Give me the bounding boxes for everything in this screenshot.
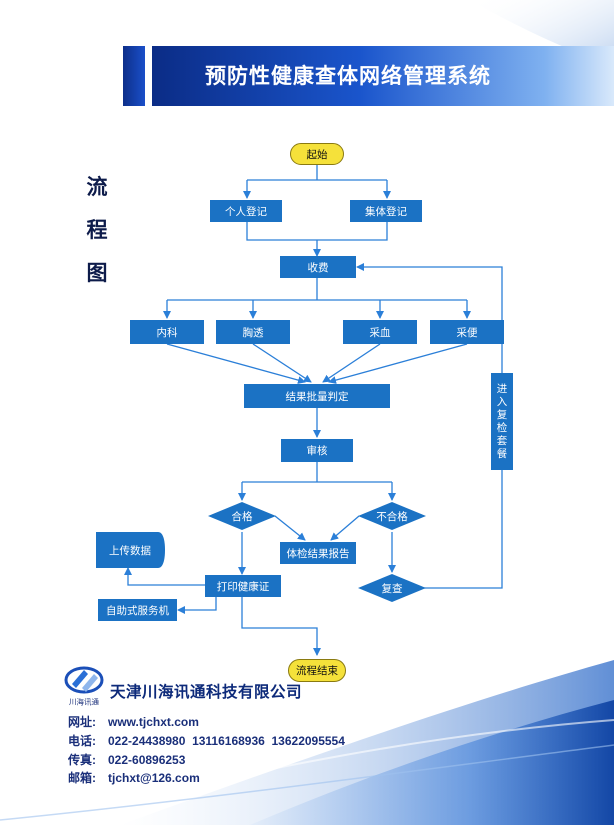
phone-value: 022-24438980 13116168936 13622095554	[108, 734, 345, 748]
header-banner	[152, 46, 614, 106]
enter-recheck-char: 餐	[496, 447, 508, 460]
connector-line	[242, 462, 392, 500]
email-line: 邮箱: tjchxt@126.com	[68, 769, 200, 786]
connector-line	[166, 343, 306, 384]
print-cert-box: 打印健康证	[205, 575, 281, 597]
connector-line	[167, 278, 467, 318]
end-terminal: 流程结束	[288, 659, 346, 682]
chest-xray-box: 胸透	[216, 320, 290, 344]
banner-accent	[123, 46, 145, 106]
unqualified-label: 不合格	[376, 511, 408, 523]
phone-label: 电话:	[68, 734, 96, 748]
internal-medicine-box: 内科	[130, 320, 204, 344]
connector-line	[177, 597, 217, 614]
connector-line	[424, 470, 503, 589]
blood-draw-box: 采血	[343, 320, 417, 344]
fax-line: 传真: 022-60896253	[68, 751, 185, 768]
connector-line	[328, 343, 468, 384]
upload-data-shape	[96, 532, 165, 568]
wave-decoration	[79, 719, 614, 811]
self-service-box: 自助式服务机	[98, 599, 177, 621]
email-value: tjchxt@126.com	[108, 771, 200, 785]
enter-recheck-char: 入	[496, 395, 508, 408]
enter-recheck-char: 进	[496, 382, 508, 395]
upload-data-label: 上传数据	[109, 545, 151, 557]
personal-register-box: 个人登记	[210, 200, 282, 222]
group-register-box: 集体登记	[350, 200, 422, 222]
report-box: 体检结果报告	[280, 542, 356, 564]
wave-decoration	[0, 744, 614, 821]
unqualified-diamond	[358, 502, 426, 530]
qualified-diamond	[208, 502, 276, 530]
fax-label: 传真:	[68, 753, 96, 767]
side-caption-char: 流	[86, 175, 108, 199]
connector-line	[124, 567, 205, 586]
website-value: www.tjchxt.com	[108, 715, 199, 729]
enter-recheck-char: 复	[496, 408, 508, 421]
logo-text: 川海讯通	[69, 697, 99, 707]
side-caption-char: 图	[86, 261, 108, 285]
stool-sample-box: 采便	[430, 320, 504, 344]
connector-line	[274, 515, 306, 541]
email-label: 邮箱:	[68, 771, 96, 785]
wave-decoration	[250, 700, 614, 825]
company-name: 天津川海讯通科技有限公司	[110, 683, 303, 701]
qualified-label: 合格	[231, 511, 253, 523]
fax-value: 022-60896253	[108, 753, 186, 767]
start-terminal: 起始	[290, 143, 344, 165]
side-caption: 流 程 图	[82, 166, 112, 295]
company-logo: 川海讯通	[64, 666, 104, 707]
enter-recheck-char: 检	[496, 421, 508, 434]
recheck-label: 复查	[381, 583, 403, 595]
website-line: 网址: www.tjchxt.com	[68, 713, 199, 730]
fee-box: 收费	[280, 256, 356, 278]
connector-line	[246, 222, 388, 256]
recheck-diamond	[358, 574, 426, 602]
connector-line	[252, 343, 312, 383]
review-box: 审核	[281, 439, 353, 462]
batch-judgment-box: 结果批量判定	[244, 384, 390, 408]
connector-line	[330, 515, 360, 541]
enter-recheck-char: 套	[496, 434, 508, 447]
side-caption-char: 程	[86, 218, 108, 242]
page-title: 预防性健康查体网络管理系统	[205, 64, 491, 88]
enter-recheck-box: 进 入 复 检 套 餐	[491, 373, 513, 470]
connector-line	[322, 343, 381, 383]
connector-line	[241, 597, 321, 656]
connector-line	[247, 165, 387, 198]
phone-line: 电话: 022-24438980 13116168936 13622095554	[68, 732, 345, 749]
website-label: 网址:	[68, 715, 96, 729]
